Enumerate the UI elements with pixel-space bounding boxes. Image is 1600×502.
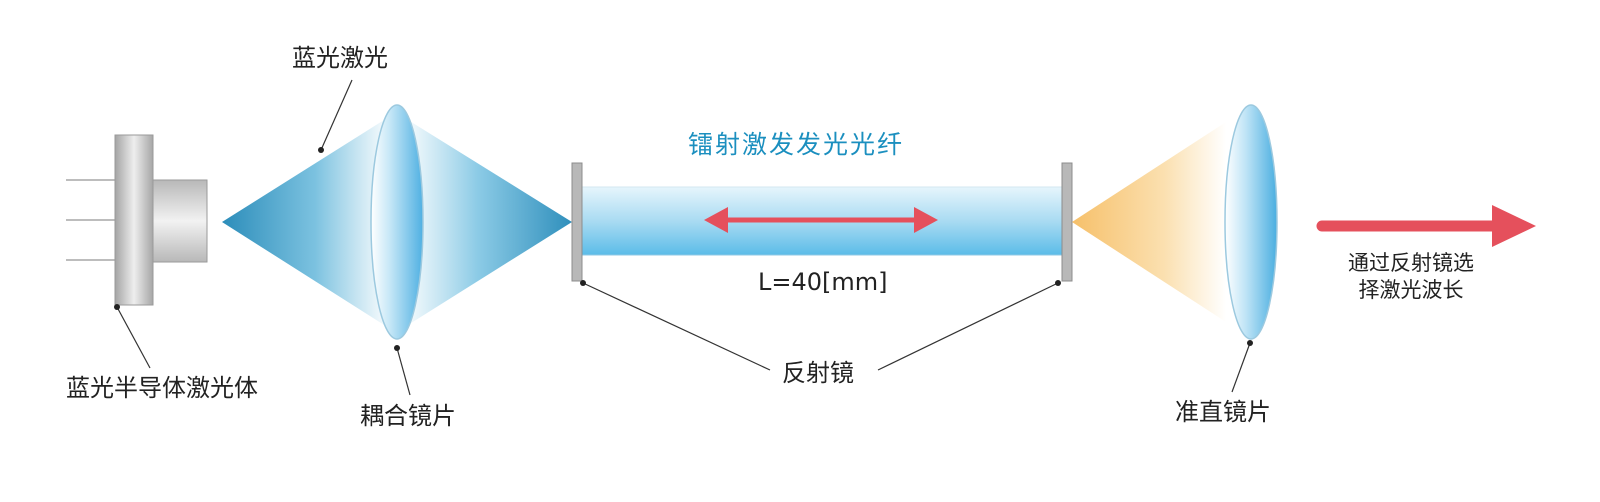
fiber-title: 镭射激发发光光纤 [688, 130, 905, 159]
collimating-lens [1224, 104, 1278, 340]
output-arrow [1316, 205, 1536, 247]
mirror-right [1061, 162, 1073, 282]
coupling-lens-label: 耦合镜片 [360, 402, 456, 430]
laser-diode [66, 134, 208, 306]
diode-body [114, 134, 154, 306]
mirror-left [571, 162, 583, 282]
output-label: 通过反射镜选 择激光波长 [1326, 250, 1496, 305]
collimating-lens-label: 准直镜片 [1175, 398, 1271, 426]
output-beam-cone [1072, 122, 1226, 322]
oscillation-arrow [704, 207, 938, 233]
leader-lines [114, 79, 1253, 396]
coupling-lens [370, 104, 424, 340]
mirror-label: 反射镜 [782, 359, 854, 387]
length-label: L=40[mm] [758, 268, 888, 296]
output-label-line2: 择激光波长 [1358, 278, 1464, 303]
blue-beam-converging [400, 115, 572, 330]
output-label-line1: 通过反射镜选 [1348, 251, 1474, 275]
diode-head [152, 179, 208, 263]
blue-beam-diverging [222, 115, 392, 330]
diode-label: 蓝光半导体激光体 [66, 374, 258, 402]
blue-laser-label: 蓝光激光 [292, 44, 388, 72]
